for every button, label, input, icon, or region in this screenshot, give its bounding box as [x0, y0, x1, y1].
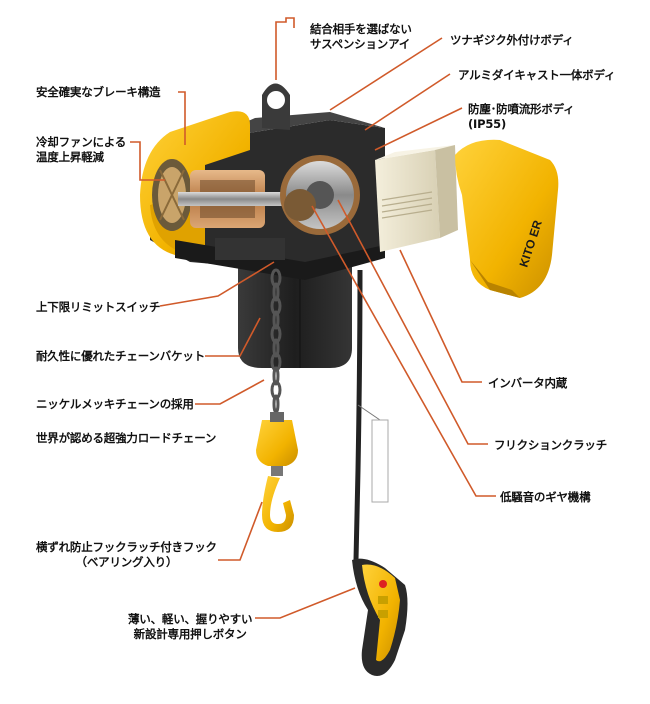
label-hook-line2: （ベアリング入り）	[75, 555, 178, 569]
leader-aluminum-body	[364, 73, 451, 131]
label-external-body: ツナギジク外付けボディ	[450, 33, 574, 47]
side-cover: KITO ER	[455, 139, 559, 298]
suspension-eye	[262, 83, 290, 130]
leader-hook	[218, 501, 263, 561]
label-hook-line1: 横ずれ防止フックラッチ付きフック	[36, 540, 217, 554]
leader-nickel-chain	[195, 379, 265, 405]
label-gear-mechanism: 低騒音のギヤ機構	[500, 490, 591, 504]
label-cooling-fan: 冷却ファンによる 温度上昇軽減	[36, 135, 126, 165]
label-nickel-chain: ニッケルメッキチェーンの採用	[36, 397, 194, 411]
motor	[178, 170, 298, 228]
hook-assembly	[256, 412, 298, 532]
cooling-fan	[152, 159, 192, 231]
leader-chain-bucket	[205, 317, 261, 357]
leader-limit-switch	[159, 261, 275, 307]
load-chain	[270, 268, 282, 414]
label-load-chain: 世界が認める超強力ロードチェーン	[36, 431, 217, 445]
label-dustproof-line2: (IP55)	[468, 117, 507, 131]
label-suspension-eye: 結合相手を選ばない サスペンションアイ	[310, 22, 412, 52]
label-chain-bucket: 耐久性に優れたチェーンバケット	[36, 349, 205, 363]
label-fan-line1: 冷却ファンによる	[36, 135, 127, 149]
label-fan-line2: 温度上昇軽減	[36, 150, 104, 164]
pendant-pushbutton	[352, 558, 408, 676]
leader-gear	[311, 205, 496, 497]
label-pendant-line1: 薄い、軽い、握りやすい	[128, 612, 253, 626]
leader-pendant	[255, 587, 356, 619]
leader-brake	[178, 91, 186, 145]
label-dustproof-body: 防塵･防噴流形ボディ (IP55)	[468, 102, 575, 132]
gear-train	[280, 155, 360, 235]
label-pendant: 薄い、軽い、握りやすい 新設計専用押しボタン	[128, 612, 253, 642]
label-hook: 横ずれ防止フックラッチ付きフック （ベアリング入り）	[36, 540, 217, 570]
warning-tag	[357, 404, 389, 503]
chain-bucket	[238, 255, 352, 368]
leader-suspension	[275, 17, 295, 80]
inverter-box	[375, 145, 458, 252]
leader-lines	[130, 17, 496, 619]
label-inverter: インバータ内蔵	[488, 376, 568, 390]
label-brake: 安全確実なブレーキ構造	[36, 85, 161, 99]
label-limit-switch: 上下限リミットスイッチ	[36, 300, 161, 314]
label-friction-clutch: フリクションクラッチ	[494, 438, 607, 452]
hoist-body	[140, 111, 385, 280]
label-pendant-line2: 新設計専用押しボタン	[133, 627, 247, 641]
leader-clutch	[337, 199, 488, 445]
label-aluminum-body: アルミダイキャスト一体ボディ	[458, 68, 616, 82]
pendant-cable	[353, 269, 363, 561]
label-suspension-line2: サスペンションアイ	[310, 37, 411, 51]
label-suspension-line1: 結合相手を選ばない	[310, 22, 412, 36]
leader-dustproof	[374, 107, 463, 151]
label-dustproof-line1: 防塵･防噴流形ボディ	[468, 102, 575, 116]
leader-external-body	[329, 37, 443, 111]
leader-inverter	[399, 249, 482, 383]
leader-fan	[130, 141, 165, 181]
